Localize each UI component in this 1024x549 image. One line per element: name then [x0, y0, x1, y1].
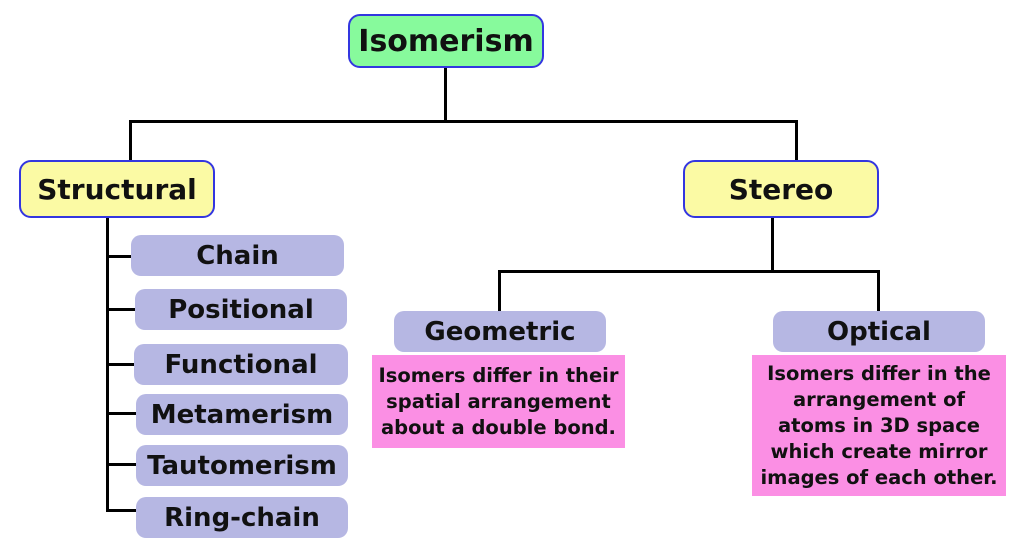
node-label: Optical — [827, 316, 931, 347]
connector-stereo-horizontal — [498, 270, 880, 273]
node-optical: Optical — [773, 311, 985, 352]
connector-level1-horizontal — [129, 120, 798, 123]
description-text: Isomers differ in their spatial arrangem… — [378, 363, 619, 439]
node-label: Tautomerism — [147, 450, 337, 481]
node-label: Stereo — [728, 172, 834, 206]
description-optical: Isomers differ in the arrangement of ato… — [752, 355, 1006, 496]
connector-metamerism — [106, 412, 138, 415]
node-label: Isomerism — [358, 23, 534, 59]
node-functional: Functional — [134, 344, 348, 385]
node-tautomerism: Tautomerism — [136, 445, 348, 486]
connector-stereo-down — [771, 218, 774, 272]
node-ring-chain: Ring-chain — [136, 497, 348, 538]
node-geometric: Geometric — [394, 311, 606, 352]
description-text: Isomers differ in the arrangement of ato… — [760, 361, 998, 489]
node-chain: Chain — [131, 235, 344, 276]
connector-chain — [106, 255, 133, 258]
node-metamerism: Metamerism — [136, 394, 348, 435]
connector-to-structural — [129, 120, 132, 162]
node-label: Metamerism — [150, 399, 334, 430]
node-label: Chain — [196, 240, 279, 271]
connector-positional — [106, 308, 136, 311]
node-label: Geometric — [424, 316, 576, 347]
connector-ring-chain — [106, 509, 138, 512]
node-positional: Positional — [135, 289, 347, 330]
connector-root-down — [444, 68, 447, 122]
node-label: Structural — [37, 172, 197, 206]
node-structural: Structural — [19, 160, 215, 218]
node-label: Ring-chain — [164, 502, 320, 533]
node-label: Functional — [164, 349, 318, 380]
node-isomerism: Isomerism — [348, 14, 544, 68]
node-label: Positional — [168, 294, 314, 325]
connector-functional — [106, 363, 136, 366]
connector-to-optical — [877, 270, 880, 312]
connector-to-stereo — [795, 120, 798, 162]
connector-tautomerism — [106, 463, 138, 466]
node-stereo: Stereo — [683, 160, 879, 218]
connector-to-geometric — [498, 270, 501, 312]
description-geometric: Isomers differ in their spatial arrangem… — [372, 355, 625, 448]
